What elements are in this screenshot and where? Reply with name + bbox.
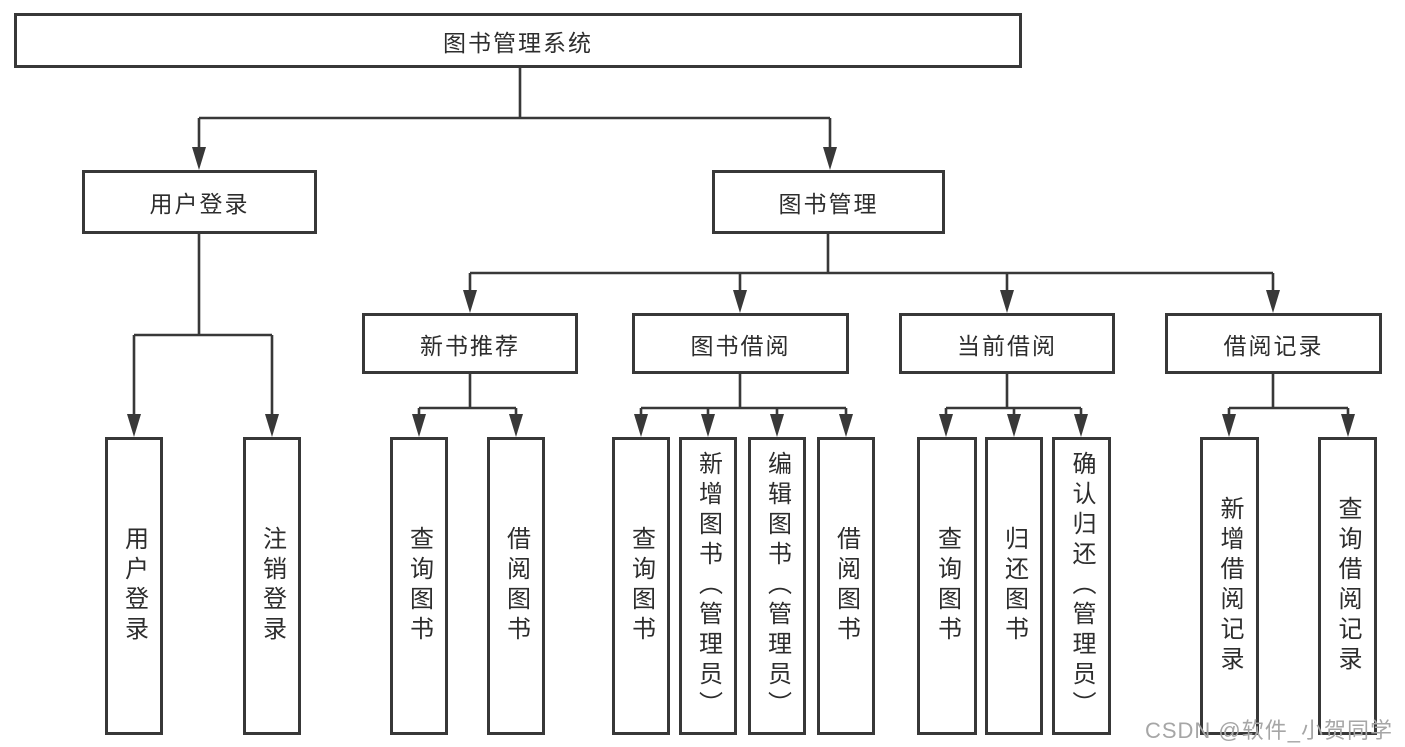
leaf-confirm-return-admin: 确认归还（管理员） (1052, 437, 1111, 735)
leaf-query-books-current: 查询图书 (917, 437, 977, 735)
leaf-add-borrow-record: 新增借阅记录 (1200, 437, 1259, 735)
csdn-watermark: CSDN @软件_小贺同学 (1144, 718, 1393, 743)
leaf-borrow-books-borrowing: 借阅图书 (817, 437, 875, 735)
node-book-management: 图书管理 (712, 170, 945, 234)
node-user-login: 用户登录 (82, 170, 317, 234)
node-book-borrowing: 图书借阅 (632, 313, 849, 374)
leaf-edit-book-admin: 编辑图书（管理员） (748, 437, 806, 735)
node-new-book-recommend: 新书推荐 (362, 313, 578, 374)
leaf-query-books-recommend: 查询图书 (390, 437, 448, 735)
node-current-borrowing: 当前借阅 (899, 313, 1115, 374)
leaf-user-login: 用户登录 (105, 437, 163, 735)
node-library-system: 图书管理系统 (14, 13, 1022, 68)
leaf-add-book-admin: 新增图书（管理员） (679, 437, 737, 735)
node-borrowing-records: 借阅记录 (1165, 313, 1382, 374)
leaf-query-books-borrowing: 查询图书 (612, 437, 670, 735)
leaf-return-book: 归还图书 (985, 437, 1043, 735)
leaf-query-borrow-record: 查询借阅记录 (1318, 437, 1377, 735)
leaf-borrow-books-recommend: 借阅图书 (487, 437, 545, 735)
leaf-logout: 注销登录 (243, 437, 301, 735)
